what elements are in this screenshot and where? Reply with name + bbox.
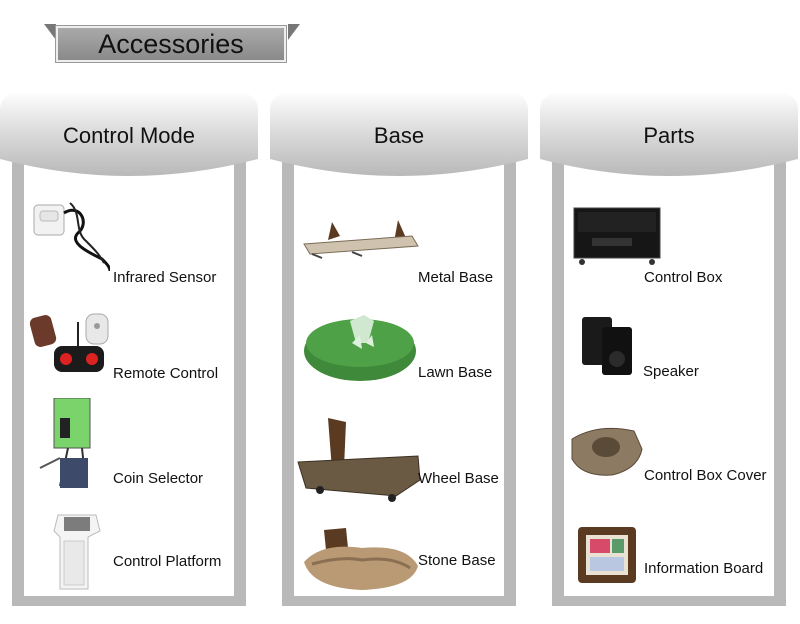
list-item-remote-control[interactable]: Remote Control — [30, 308, 250, 388]
remote-control-icon — [30, 313, 109, 372]
list-item-label: Information Board — [644, 560, 764, 577]
list-item-speaker[interactable]: Speaker — [576, 315, 796, 395]
stone-base-icon — [304, 528, 418, 590]
list-item-control-platform[interactable]: Control Platform — [30, 511, 250, 591]
column-control-mode: Control Mode Infrared Sensor Remote Cont… — [0, 93, 258, 606]
wheel-base-icon — [297, 418, 421, 502]
information-board-icon — [578, 527, 636, 583]
list-item-wheel-base[interactable]: Wheel Base — [296, 418, 516, 502]
title-banner: Accessories — [44, 24, 300, 64]
list-item-stone-base[interactable]: Stone Base — [302, 528, 522, 608]
list-item-label: Infrared Sensor — [113, 269, 217, 286]
control-box-cover-icon — [571, 427, 643, 476]
column-heading: Control Mode — [0, 93, 258, 177]
column-heading: Base — [270, 93, 528, 177]
metal-base-icon — [303, 220, 419, 259]
banner-left-ear — [44, 24, 56, 40]
list-item-control-box[interactable]: Control Box — [572, 206, 792, 286]
banner-right-ear — [288, 24, 300, 40]
list-item-label: Wheel Base — [418, 470, 499, 487]
list-item-infrared-sensor[interactable]: Infrared Sensor — [30, 193, 250, 286]
coin-selector-icon — [39, 398, 91, 488]
list-item-information-board[interactable]: Information Board — [574, 523, 794, 603]
list-item-label: Metal Base — [418, 269, 494, 286]
list-item-label: Control Platform — [113, 553, 222, 570]
page-title: Accessories — [55, 25, 287, 63]
control-platform-icon — [53, 514, 101, 590]
lawn-base-icon — [304, 315, 416, 381]
control-box-icon — [573, 207, 661, 265]
list-item-coin-selector[interactable]: Coin Selector — [30, 398, 250, 488]
list-item-lawn-base[interactable]: Lawn Base — [302, 313, 522, 393]
column-base: Base Metal Base Lawn Base Wheel Base — [270, 93, 528, 606]
list-item-label: Control Box Cover — [644, 467, 767, 484]
list-item-label: Remote Control — [113, 365, 219, 382]
column-heading: Parts — [540, 93, 798, 177]
list-item-label: Control Box — [644, 269, 723, 286]
speaker-icon — [582, 317, 632, 375]
list-item-label: Lawn Base — [418, 364, 493, 381]
list-item-label: Speaker — [643, 363, 699, 380]
column-parts: Parts Control Box Speaker Control Box Co… — [540, 93, 798, 606]
list-item-metal-base[interactable]: Metal Base — [302, 218, 522, 298]
list-item-label: Coin Selector — [113, 470, 204, 487]
list-item-label: Stone Base — [418, 552, 496, 569]
infrared-sensor-icon — [33, 202, 110, 272]
list-item-control-box-cover[interactable]: Control Box Cover — [568, 423, 788, 503]
